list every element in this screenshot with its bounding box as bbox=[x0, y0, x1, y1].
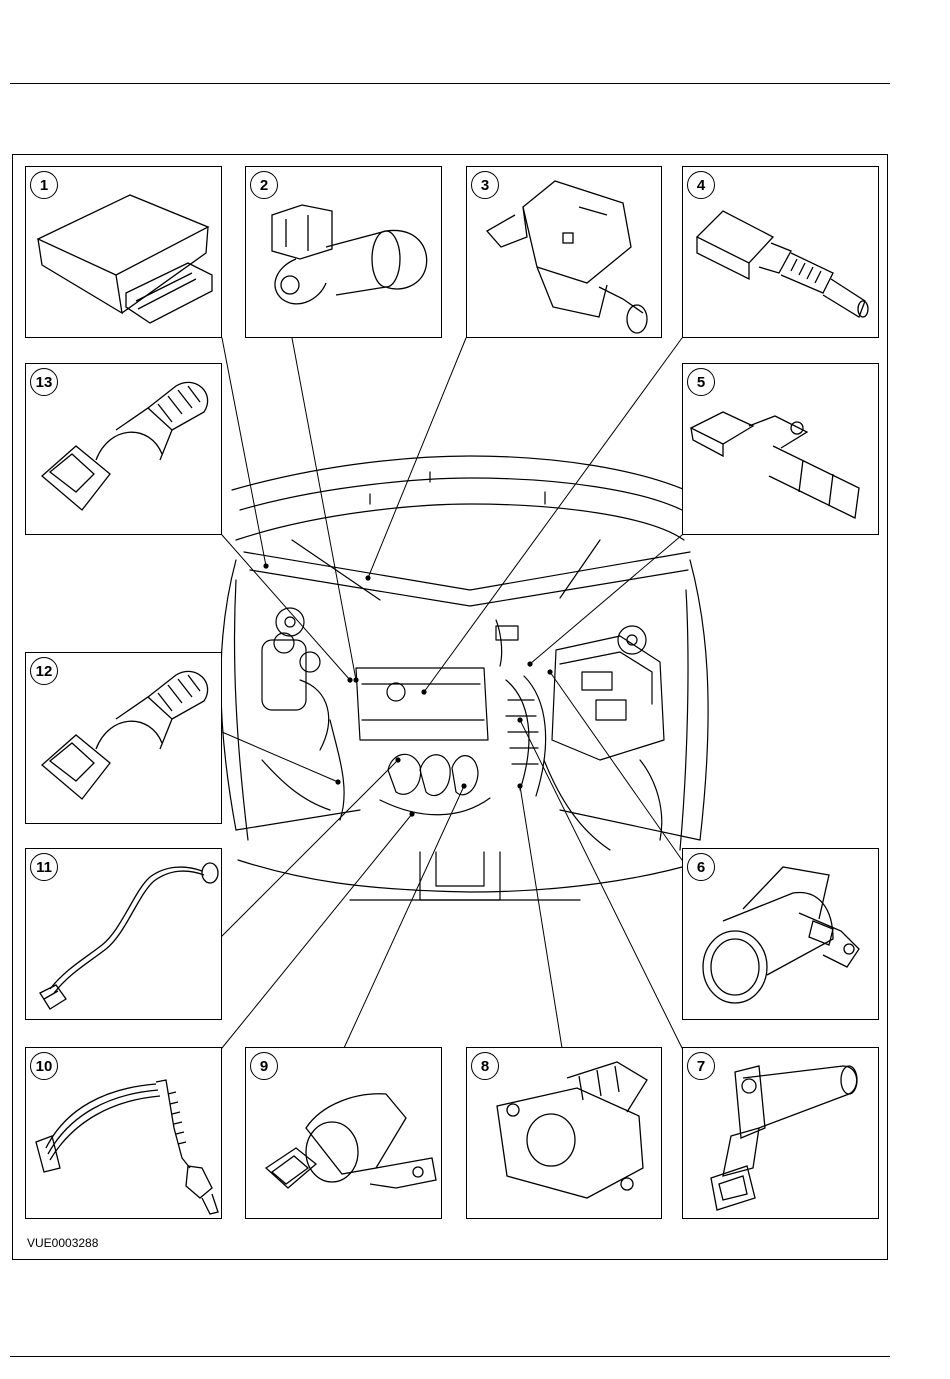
leader-endpoints bbox=[263, 563, 552, 816]
callout-panel-1: 1 bbox=[25, 166, 222, 338]
throttle-position-sensor-icon bbox=[467, 1048, 663, 1220]
callout-panel-9: 9 bbox=[245, 1047, 442, 1219]
figure-reference-code: VUE0003288 bbox=[27, 1236, 98, 1250]
control-module-icon bbox=[26, 167, 223, 339]
callout-panel-13: 13 bbox=[25, 363, 222, 535]
crankshaft-position-sensor-icon bbox=[683, 1048, 880, 1220]
callout-panel-10: 10 bbox=[25, 1047, 222, 1219]
callout-panel-11: 11 bbox=[25, 848, 222, 1020]
callout-panel-5: 5 bbox=[682, 363, 879, 535]
callout-panel-7: 7 bbox=[682, 1047, 879, 1219]
idle-air-control-valve-icon bbox=[246, 1048, 443, 1220]
callout-panel-2: 2 bbox=[245, 166, 442, 338]
callout-panel-3: 3 bbox=[466, 166, 662, 338]
knock-sensor-icon bbox=[26, 849, 223, 1021]
pressure-switch-icon bbox=[26, 653, 223, 825]
mass-air-flow-sensor-icon bbox=[683, 849, 880, 1021]
leader-lines bbox=[222, 338, 682, 1048]
temperature-sensor-icon bbox=[683, 167, 880, 339]
callout-panel-4: 4 bbox=[682, 166, 879, 338]
speed-sensor-icon bbox=[683, 364, 880, 536]
brake-switch-icon bbox=[467, 167, 663, 339]
pressure-switch-icon bbox=[26, 364, 223, 536]
callout-panel-8: 8 bbox=[466, 1047, 662, 1219]
callout-panel-6: 6 bbox=[682, 848, 879, 1020]
callout-panel-12: 12 bbox=[25, 652, 222, 824]
camshaft-position-sensor-icon bbox=[246, 167, 443, 339]
engine-bay-outline bbox=[221, 456, 708, 900]
oxygen-sensor-icon bbox=[26, 1048, 223, 1220]
